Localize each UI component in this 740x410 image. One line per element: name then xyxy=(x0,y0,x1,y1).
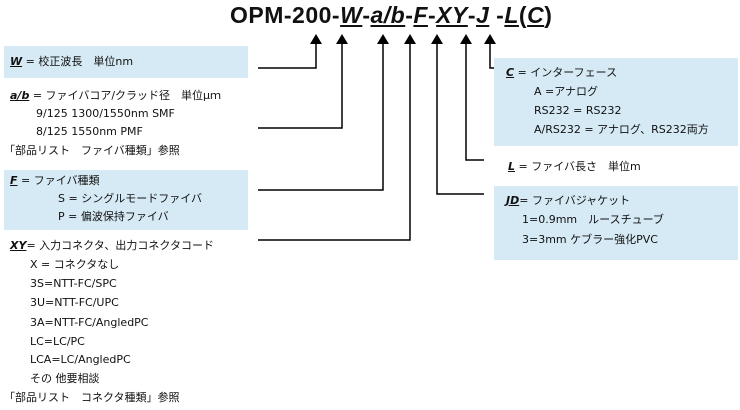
ab-line-2: 8/125 1550nm PMF xyxy=(36,125,143,138)
jd-label: JD= ファイバジャケット xyxy=(506,194,631,207)
ab-label: a/b = ファイバコア/クラッド径 単位μｍ xyxy=(10,89,222,102)
f-line-2: P = 偏波保持ファイバ xyxy=(58,210,169,223)
code-xy: XY xyxy=(436,2,468,28)
code-j: J xyxy=(475,2,490,28)
arrow-j xyxy=(431,34,443,44)
w-label: W = 校正波長 単位nm xyxy=(10,55,134,68)
code-ab: a/b xyxy=(370,2,406,28)
connector-j xyxy=(436,38,484,195)
xy-item: 3S=NTT-FC/SPC xyxy=(30,277,117,290)
connector-f xyxy=(258,38,384,191)
arrow-f xyxy=(377,34,389,44)
f-label: F = ファイバ種類 xyxy=(10,174,100,187)
code-c: C xyxy=(527,2,545,28)
xy-item: 3U=NTT-FC/UPC xyxy=(30,296,119,309)
xy-item: LCA=LC/AngledPC xyxy=(30,353,131,366)
connector-ab xyxy=(258,38,343,129)
code-f: F xyxy=(413,2,428,28)
arrow-w xyxy=(310,34,322,44)
l-label: L = ファイバ長さ 単位m xyxy=(508,160,641,173)
model-code-title: OPM-200-W-a/b-F-XY-J -L(C) xyxy=(230,2,553,28)
arrow-c xyxy=(484,34,496,44)
f-box xyxy=(4,170,248,230)
xy-label: XY= 入力コネクタ、出力コネクタコード xyxy=(10,239,214,252)
arrow-xy xyxy=(404,34,416,44)
connector-l xyxy=(465,38,484,161)
ab-ref: 「部品リスト ファイバ種類」参照 xyxy=(4,144,180,157)
xy-item: その 他要相談 xyxy=(30,372,100,385)
c-line-2: RS232 = RS232 xyxy=(534,104,622,117)
w-box xyxy=(4,46,248,78)
f-line-1: S = シングルモードファイバ xyxy=(58,192,202,205)
jd-line-1: 1=0.9mm ルースチューブ xyxy=(522,213,664,226)
arrow-ab xyxy=(336,34,348,44)
xy-item: LC=LC/PC xyxy=(30,335,85,348)
c-line-3: A/RS232 = アナログ、RS232両方 xyxy=(534,123,709,136)
xy-item: 3A=NTT-FC/AngledPC xyxy=(30,316,149,329)
code-w: W xyxy=(340,2,363,28)
arrow-l xyxy=(460,34,472,44)
c-box xyxy=(494,58,738,146)
jd-line-2: 3=3mm ケブラー強化PVC xyxy=(522,233,658,246)
connector-c xyxy=(489,38,494,69)
c-label: C = インターフェース xyxy=(506,66,618,79)
ab-line-1: 9/125 1300/1550nm SMF xyxy=(36,107,175,120)
xy-ref: 「部品リスト コネクタ種類」参照 xyxy=(4,391,180,404)
jd-box xyxy=(494,186,738,260)
connector-xy xyxy=(258,38,411,241)
c-line-1: A =アナログ xyxy=(534,85,599,98)
connector-w xyxy=(258,38,317,69)
xy-item: X = コネクタなし xyxy=(30,258,120,271)
code-l: L xyxy=(504,2,519,28)
